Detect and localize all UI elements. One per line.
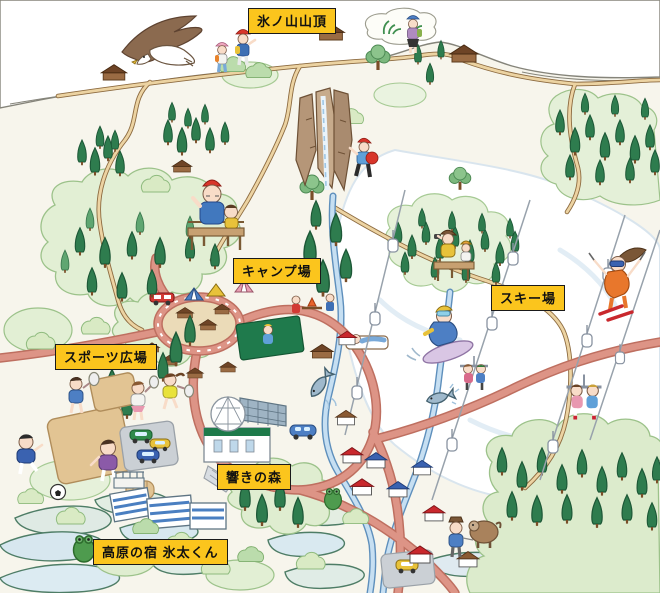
- sports-plaza: [16, 371, 195, 501]
- campfire: [291, 293, 335, 313]
- label-hibiki-forest: 響きの森: [217, 464, 292, 490]
- lodge-building: [108, 471, 227, 530]
- soccer-kid: [16, 434, 44, 475]
- waterfall-cliff: [295, 87, 353, 192]
- label-campground: キャンプ場: [233, 258, 321, 284]
- label-hyonosen-summit: 氷ノ山山頂: [248, 8, 337, 34]
- soccer-ball: [49, 483, 67, 501]
- chairlift-riders: [566, 374, 602, 420]
- summit-hikers: [215, 29, 257, 73]
- snowboarder: [406, 305, 474, 364]
- dog-walker: [448, 516, 502, 558]
- dog: [468, 520, 502, 548]
- chairlift-riders: [460, 356, 488, 390]
- lookout-deck: [187, 179, 245, 250]
- tennis-boy: [68, 371, 100, 414]
- car-blue: [136, 449, 160, 464]
- label-highland-lodge: 高原の宿 氷太くん: [93, 539, 228, 565]
- camper-van: [149, 292, 175, 306]
- eagle: [121, 15, 203, 67]
- frog: [324, 488, 342, 511]
- camp-activity-area: [235, 293, 389, 361]
- jumping-kid: [263, 323, 273, 344]
- label-ski-area: スキー場: [491, 285, 566, 311]
- alpine-grass-patch: [364, 7, 437, 45]
- grandpa: [191, 179, 225, 225]
- ski-lift: [344, 189, 660, 501]
- frog: [72, 535, 96, 563]
- tennis-girl: [130, 375, 160, 421]
- car-on-road: [289, 424, 317, 440]
- ridge-hiker: [406, 15, 422, 53]
- rock-climber: [348, 137, 379, 178]
- bird-watcher: [433, 229, 475, 281]
- tents: [149, 279, 254, 306]
- label-sports-plaza: スポーツ広場: [55, 344, 157, 370]
- skier: [588, 247, 647, 322]
- running-girl: [162, 372, 195, 410]
- dome-hall: [203, 396, 287, 493]
- tennis-kid-purple: [89, 439, 118, 482]
- car-green: [129, 429, 153, 444]
- grandchild: [224, 204, 239, 229]
- parking-lot: [119, 420, 179, 472]
- car-yellow: [149, 438, 171, 452]
- leaping-fish: [306, 367, 460, 410]
